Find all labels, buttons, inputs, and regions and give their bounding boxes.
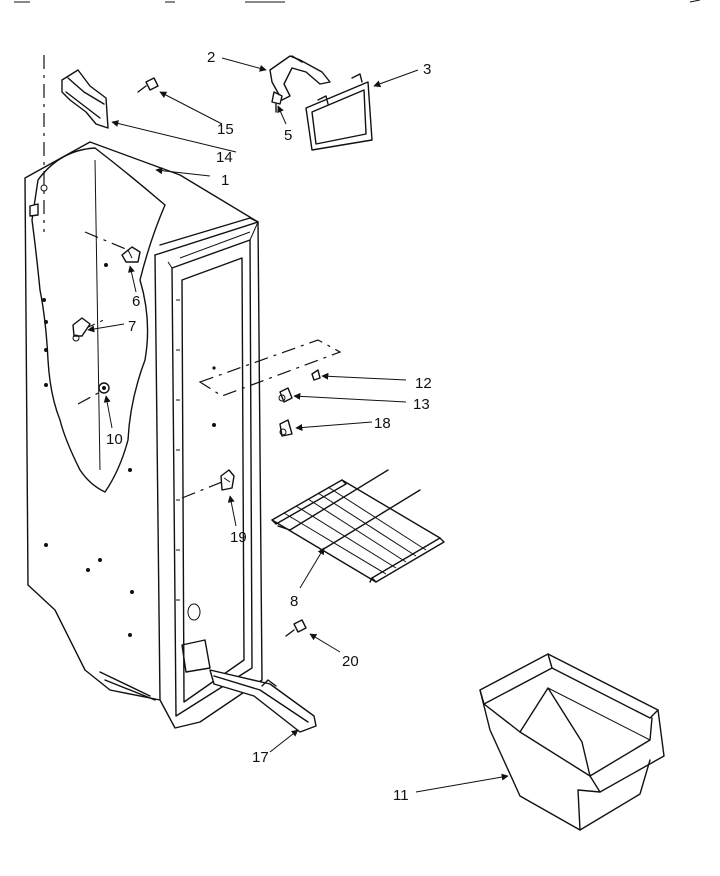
callout-13: 13 — [413, 396, 430, 413]
callout-7: 7 — [128, 318, 136, 335]
part-12-pin — [311, 369, 321, 381]
callout-5: 5 — [284, 127, 292, 144]
part-11-ice-bin — [479, 653, 665, 831]
callout-15: 15 — [217, 121, 234, 138]
part-18-support — [279, 419, 293, 437]
part-8-wire-shelf — [271, 469, 445, 583]
callout-8: 8 — [290, 593, 298, 610]
callout-1: 1 — [221, 172, 229, 189]
callout-10: 10 — [106, 431, 123, 448]
part-5-screw — [271, 91, 283, 113]
part-6-clip — [121, 246, 141, 263]
leader-lines — [87, 57, 509, 793]
callout-6: 6 — [132, 293, 140, 310]
alignment-line-10 — [77, 391, 101, 405]
callout-12: 12 — [415, 375, 432, 392]
callout-20: 20 — [342, 653, 359, 670]
alignment-line-19 — [181, 481, 223, 499]
part-17-rail — [209, 669, 317, 733]
top-edge-marks — [14, 0, 701, 3]
part-13-support — [278, 387, 293, 403]
part-10-grommet — [98, 382, 110, 394]
part-7-clip — [72, 317, 91, 342]
callout-3: 3 — [423, 61, 431, 78]
part-14-bracket — [61, 69, 109, 129]
callout-labels: 2 3 5 15 14 1 6 7 10 12 13 18 19 8 20 17… — [106, 49, 432, 804]
callout-14: 14 — [216, 149, 233, 166]
callout-2: 2 — [207, 49, 215, 66]
part-2-hinge-bracket — [269, 55, 331, 101]
callout-11: 11 — [393, 787, 409, 804]
callout-17: 17 — [252, 749, 269, 766]
part-20-screw — [285, 619, 307, 637]
part-19-clip — [220, 469, 235, 491]
part-3-cover — [305, 73, 373, 151]
alignment-line-6 — [84, 231, 129, 251]
callout-18: 18 — [374, 415, 391, 432]
alignment-line-12 — [198, 339, 342, 397]
freezer-liner-part — [24, 141, 263, 729]
callout-19: 19 — [230, 529, 247, 546]
part-15-screw — [137, 77, 159, 93]
left-tab — [29, 184, 48, 217]
